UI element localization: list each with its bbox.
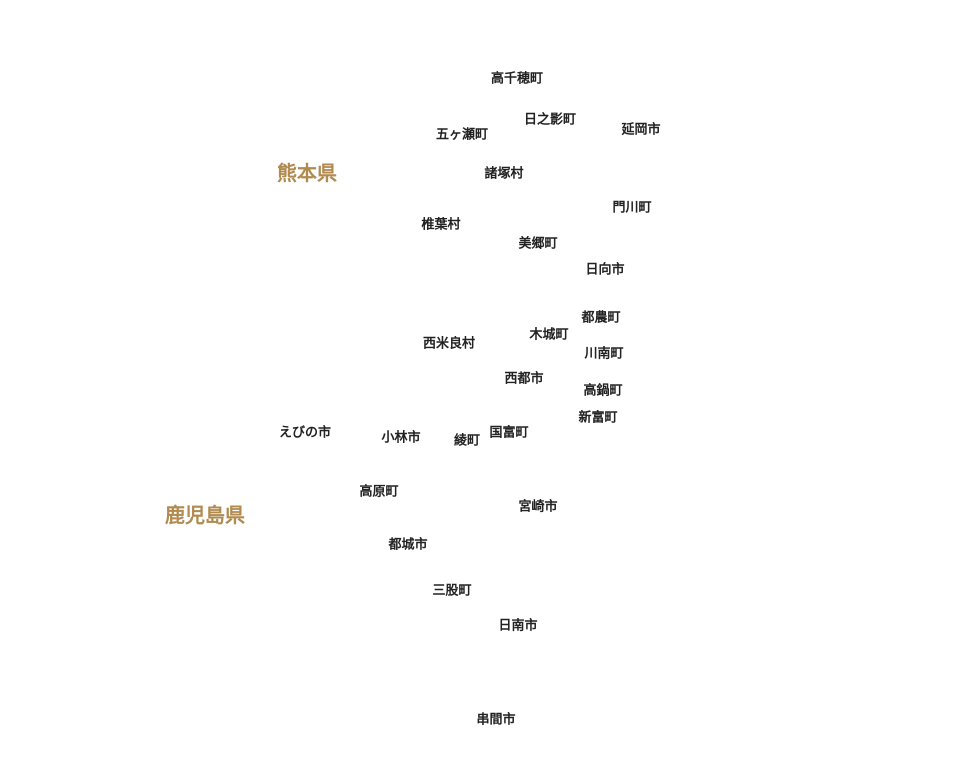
municipality-label-takachiho[interactable]: 高千穂町 [490, 71, 544, 87]
municipality-label-nishimera[interactable]: 西米良村 [422, 336, 476, 352]
municipality-label-kushima[interactable]: 串間市 [476, 712, 516, 728]
municipality-label-aya[interactable]: 綾町 [453, 433, 481, 449]
municipality-label-hinokage[interactable]: 日之影町 [523, 112, 577, 128]
municipality-label-saito[interactable]: 西都市 [504, 371, 544, 387]
municipality-label-gokase[interactable]: 五ヶ瀬町 [435, 127, 489, 143]
municipality-label-morotsuka[interactable]: 諸塚村 [484, 166, 524, 182]
municipality-label-shiiba[interactable]: 椎葉村 [421, 217, 461, 233]
municipality-label-kawaminami[interactable]: 川南町 [584, 346, 624, 362]
municipality-label-kunitomi[interactable]: 国富町 [489, 425, 529, 441]
municipality-label-miyazaki[interactable]: 宮崎市 [518, 499, 558, 515]
municipality-label-hyuga[interactable]: 日向市 [585, 262, 625, 278]
prefecture-label-kumamoto: 熊本県 [277, 161, 337, 185]
municipality-label-misato[interactable]: 美郷町 [518, 236, 558, 252]
municipality-label-takaharu[interactable]: 高原町 [359, 484, 399, 500]
municipality-label-kijo[interactable]: 木城町 [529, 327, 569, 343]
municipality-label-takanabe[interactable]: 高鍋町 [583, 383, 623, 399]
prefecture-label-kagoshima: 鹿児島県 [165, 503, 245, 527]
municipality-label-kadogawa[interactable]: 門川町 [612, 200, 652, 216]
municipality-label-nichinan[interactable]: 日南市 [498, 618, 538, 634]
municipality-label-mimata[interactable]: 三股町 [432, 583, 472, 599]
municipality-label-tsuno[interactable]: 都農町 [581, 310, 621, 326]
municipality-label-ebino[interactable]: えびの市 [278, 425, 332, 441]
municipality-label-shintomi[interactable]: 新富町 [578, 410, 618, 426]
municipality-label-nobeoka[interactable]: 延岡市 [621, 122, 661, 138]
municipality-label-kobayashi[interactable]: 小林市 [381, 430, 421, 446]
municipality-label-miyakonojo[interactable]: 都城市 [388, 537, 428, 553]
